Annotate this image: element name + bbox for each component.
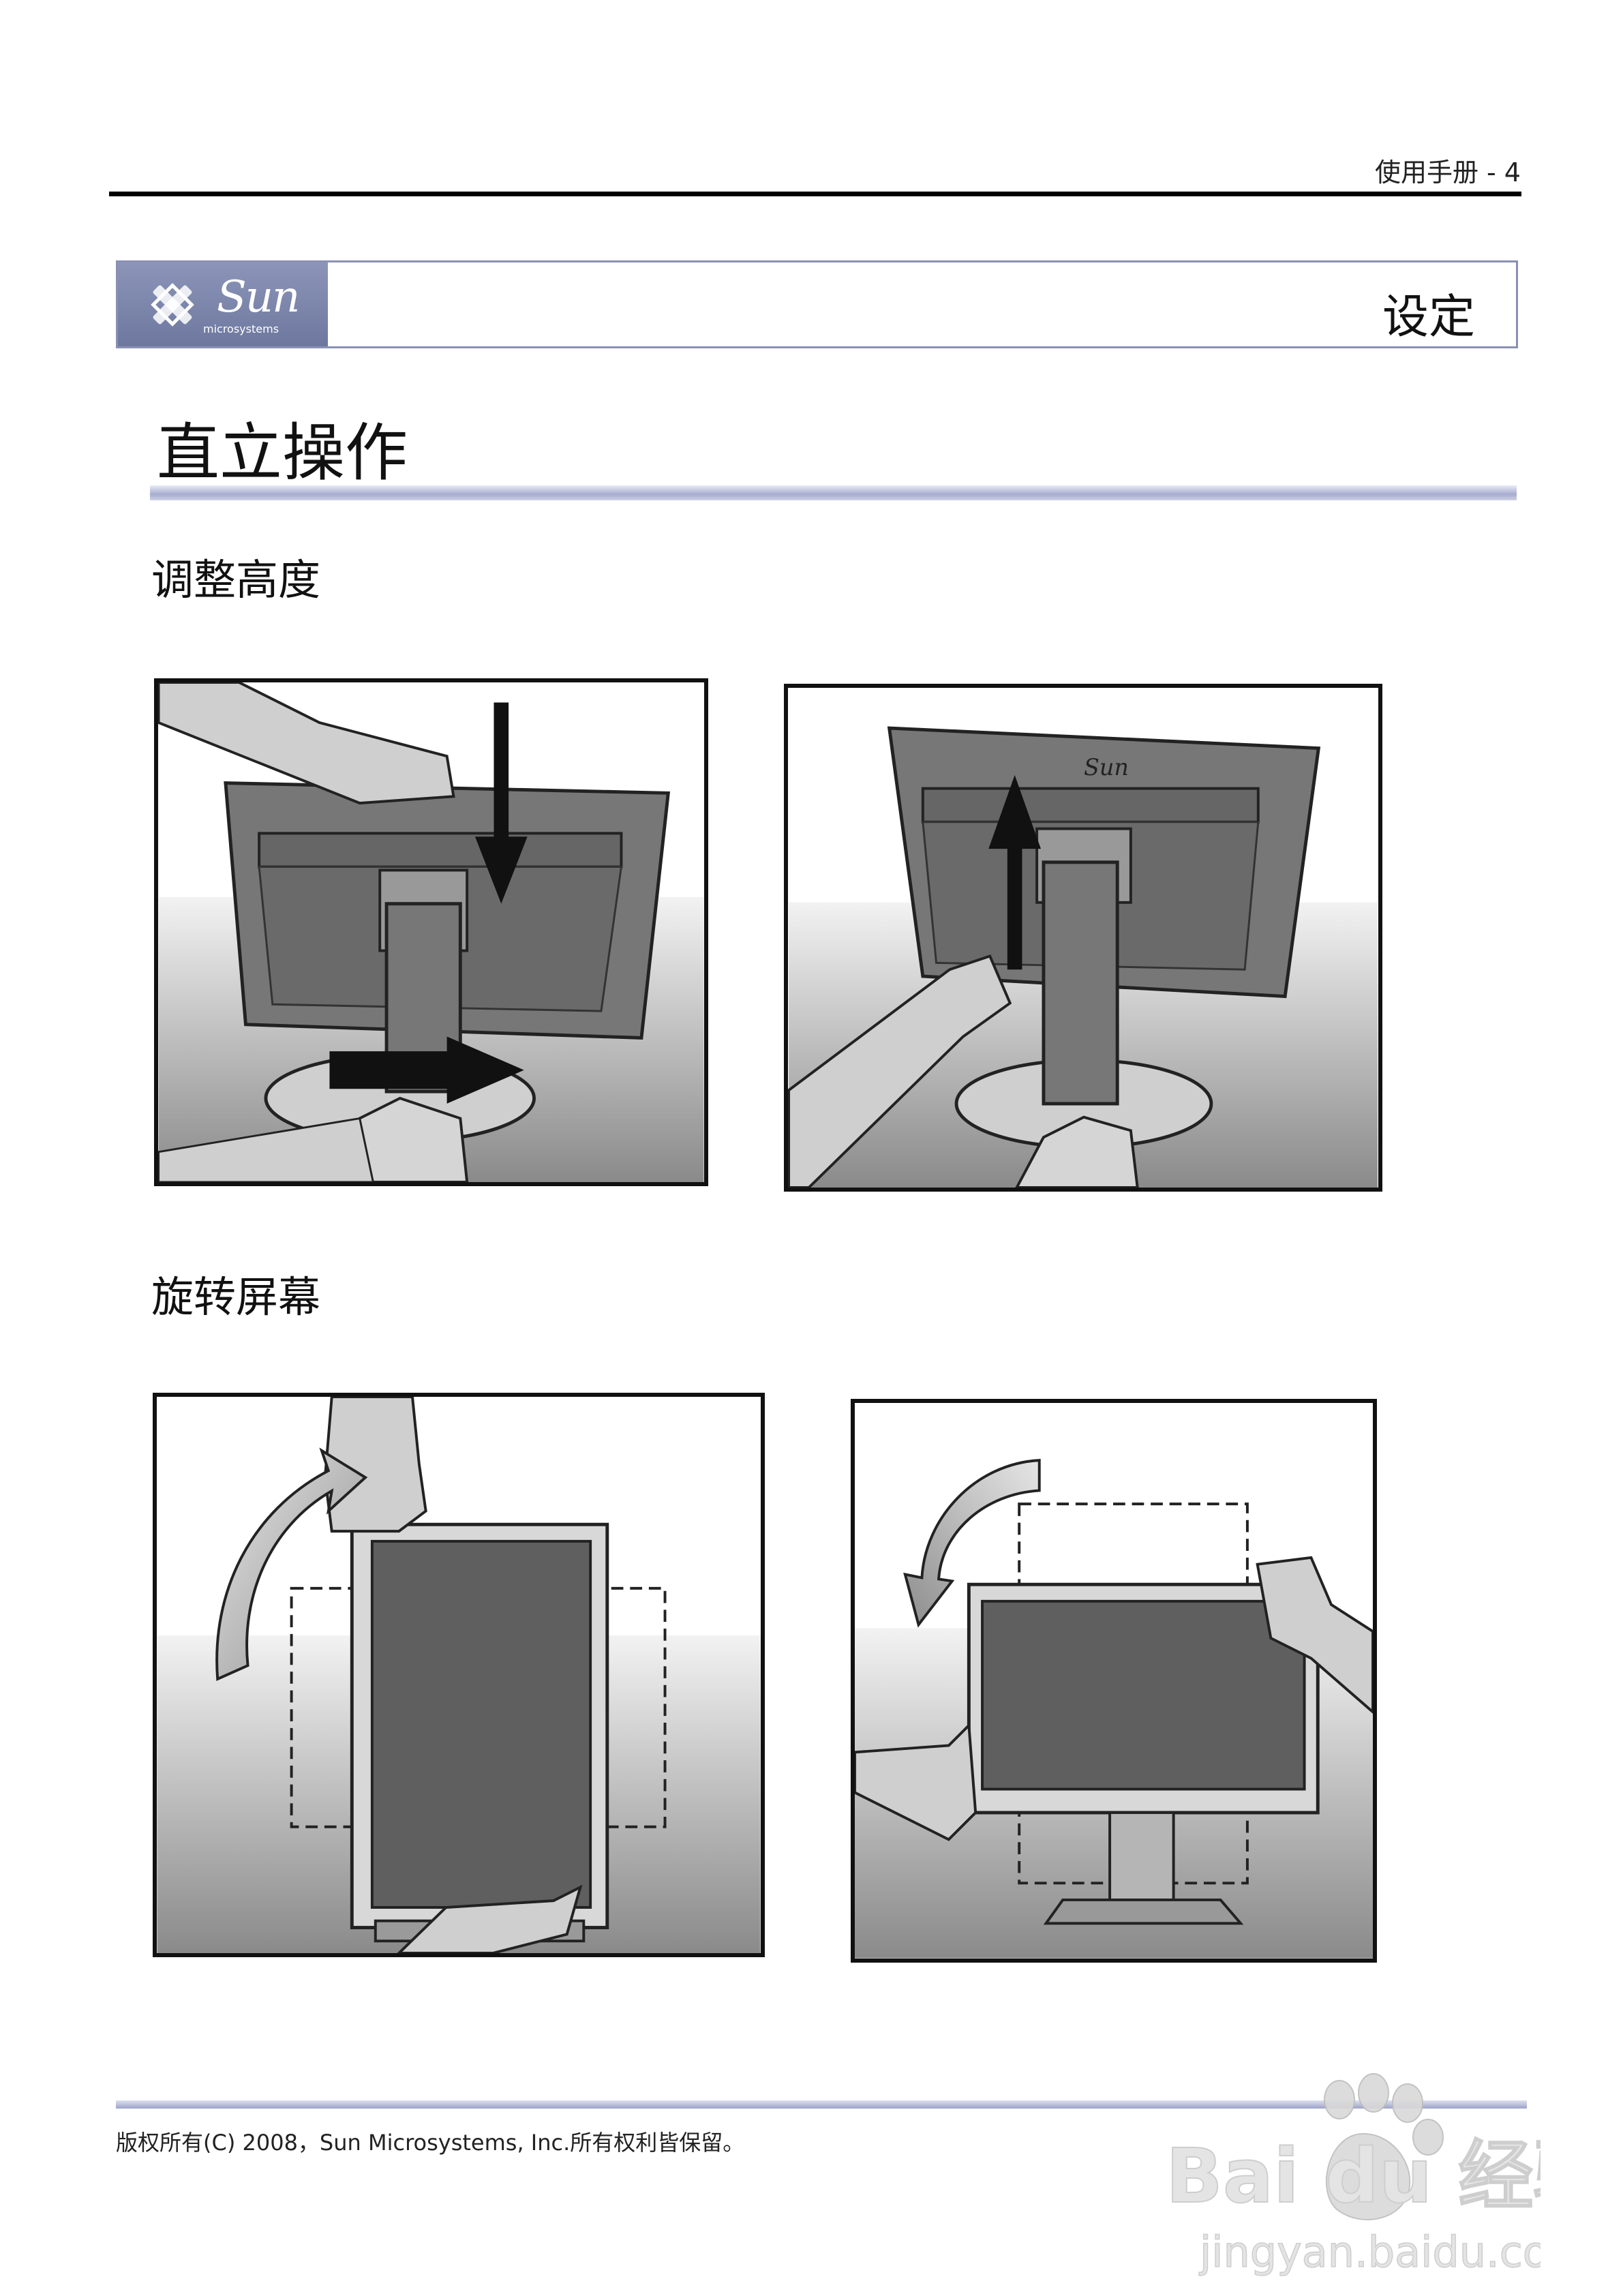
subsection-title-rotate: 旋转屏幕 xyxy=(151,1272,321,1322)
figure-rotate-portrait-illustration xyxy=(157,1397,761,1953)
chapter-title: 设定 xyxy=(1382,290,1475,344)
figure-rotate-landscape-illustration xyxy=(855,1403,1373,1959)
figure-lower-height xyxy=(154,678,708,1186)
figure-rotate-landscape xyxy=(851,1399,1377,1963)
footer-rule xyxy=(116,2100,1527,2109)
header-rule xyxy=(109,192,1521,196)
svg-text:Sun: Sun xyxy=(1084,754,1129,781)
figure-lower-height-illustration xyxy=(158,682,704,1182)
sun-logo-subtext: microsystems xyxy=(203,322,279,335)
section-title: 直立操作 xyxy=(157,417,408,489)
figure-rotate-portrait xyxy=(153,1393,765,1957)
svg-text:Bai du 经验: Bai du 经验 xyxy=(1166,2132,1541,2220)
svg-text:jingyan.baidu.com: jingyan.baidu.com xyxy=(1198,2227,1541,2277)
chapter-banner: Sun microsystems 设定 xyxy=(116,260,1518,348)
sun-logo-icon xyxy=(151,283,194,327)
figure-raise-height: Sun xyxy=(784,684,1382,1192)
sun-logo: Sun microsystems xyxy=(118,262,328,346)
page-header-text: 使用手册 - 4 xyxy=(1374,157,1521,187)
figure-raise-height-illustration: Sun xyxy=(788,688,1378,1188)
subsection-title-height: 调整高度 xyxy=(151,555,321,605)
sun-logo-wordmark: Sun xyxy=(217,272,300,322)
baidu-paw-icon: Bai du 经验 jingyan.baidu.com xyxy=(1165,2073,1609,2278)
baidu-watermark: Bai du 经验 jingyan.baidu.com xyxy=(1159,2072,1609,2278)
footer-copyright: 版权所有(C) 2008，Sun Microsystems, Inc.所有权利皆… xyxy=(116,2130,745,2156)
section-rule xyxy=(150,485,1517,500)
